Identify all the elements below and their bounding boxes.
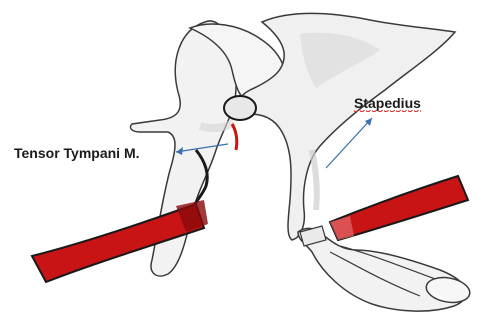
joint-knob bbox=[224, 96, 256, 120]
tensor-tympani-label: Tensor Tympani M. bbox=[14, 146, 140, 160]
stapedius-label: Stapedius bbox=[354, 96, 421, 110]
stapes-bone bbox=[298, 226, 472, 311]
